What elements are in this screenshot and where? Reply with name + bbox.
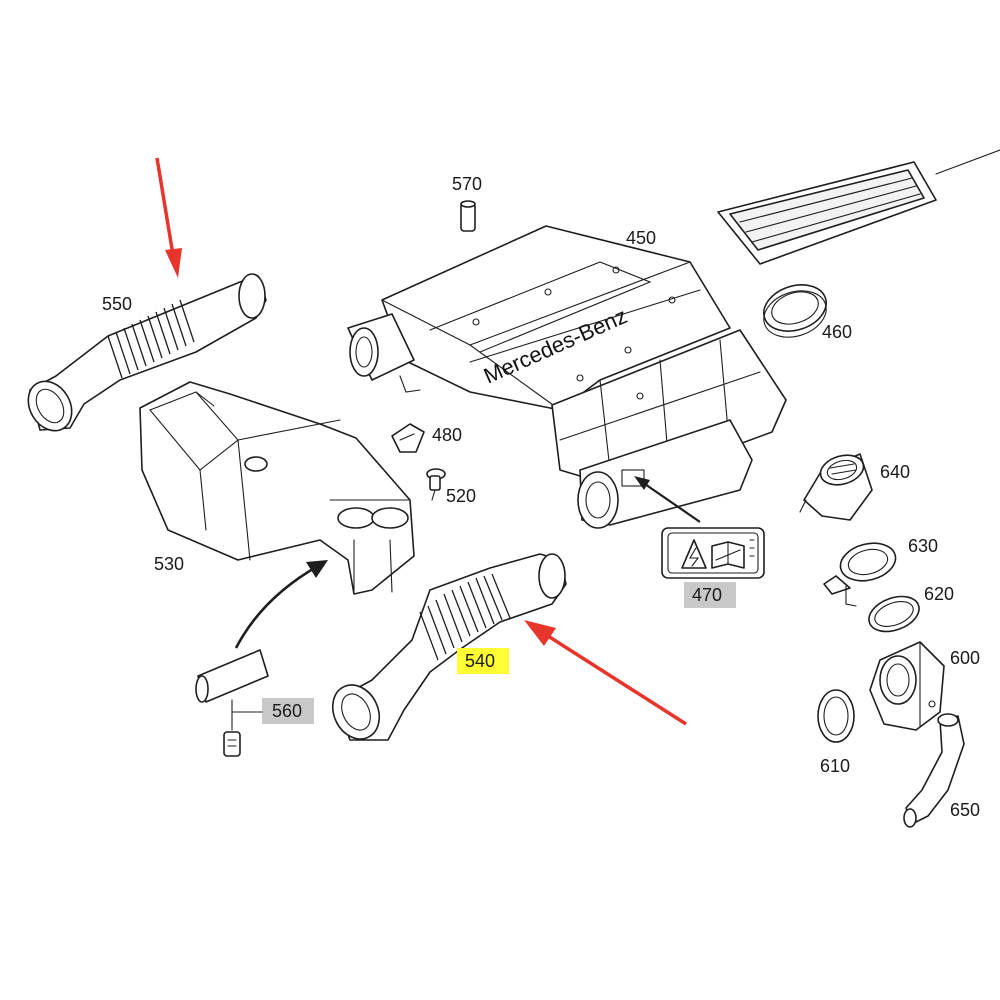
part-540-duct (331, 553, 567, 741)
callout-560: 560 (272, 701, 302, 721)
black-arrow-icon (634, 476, 701, 523)
callout-470: 470 (692, 585, 722, 605)
black-arrow-icon (234, 560, 328, 649)
part-550-duct (27, 273, 267, 432)
part-560-strip (195, 649, 269, 757)
part-520-pin (426, 468, 446, 501)
callout-620: 620 (924, 584, 954, 604)
part-480-clip (391, 423, 425, 453)
part-450-airbox: Mercedes-Benz (347, 225, 787, 529)
part-650-hose (903, 713, 965, 828)
callout-570: 570 (452, 174, 482, 194)
callout-520: 520 (446, 486, 476, 506)
part-470-warning-label (661, 527, 765, 579)
callout-460: 460 (822, 322, 852, 342)
callout-540: 540 (465, 651, 495, 671)
part-570-cylinder (460, 200, 476, 232)
callout-650: 650 (950, 800, 980, 820)
callout-450: 450 (626, 228, 656, 248)
part-550-bellows (107, 299, 195, 379)
callout-610: 610 (820, 756, 850, 776)
label-box-560 (262, 698, 314, 724)
part-630-clamp (823, 542, 897, 607)
part-460-ring (763, 284, 827, 338)
callout-640: 640 (880, 462, 910, 482)
part-530-shroud (139, 381, 415, 595)
callout-630: 630 (908, 536, 938, 556)
warning-voltage-icon (681, 539, 707, 569)
label-box-470 (684, 582, 736, 608)
part-620-ring (868, 595, 920, 633)
callout-600: 600 (950, 648, 980, 668)
label-box-540 (457, 648, 509, 674)
part-640-sensor (799, 453, 873, 521)
part-600-housing (869, 641, 945, 731)
callout-530: 530 (154, 554, 184, 574)
red-arrow-icon (524, 620, 687, 726)
manual-wrench-icon (711, 541, 745, 569)
part-610-ring (817, 689, 855, 743)
part-540-bellows (419, 573, 511, 661)
part-filter-element (717, 149, 1000, 265)
callout-480: 480 (432, 425, 462, 445)
red-arrow-icon (155, 157, 182, 278)
callout-550: 550 (102, 294, 132, 314)
